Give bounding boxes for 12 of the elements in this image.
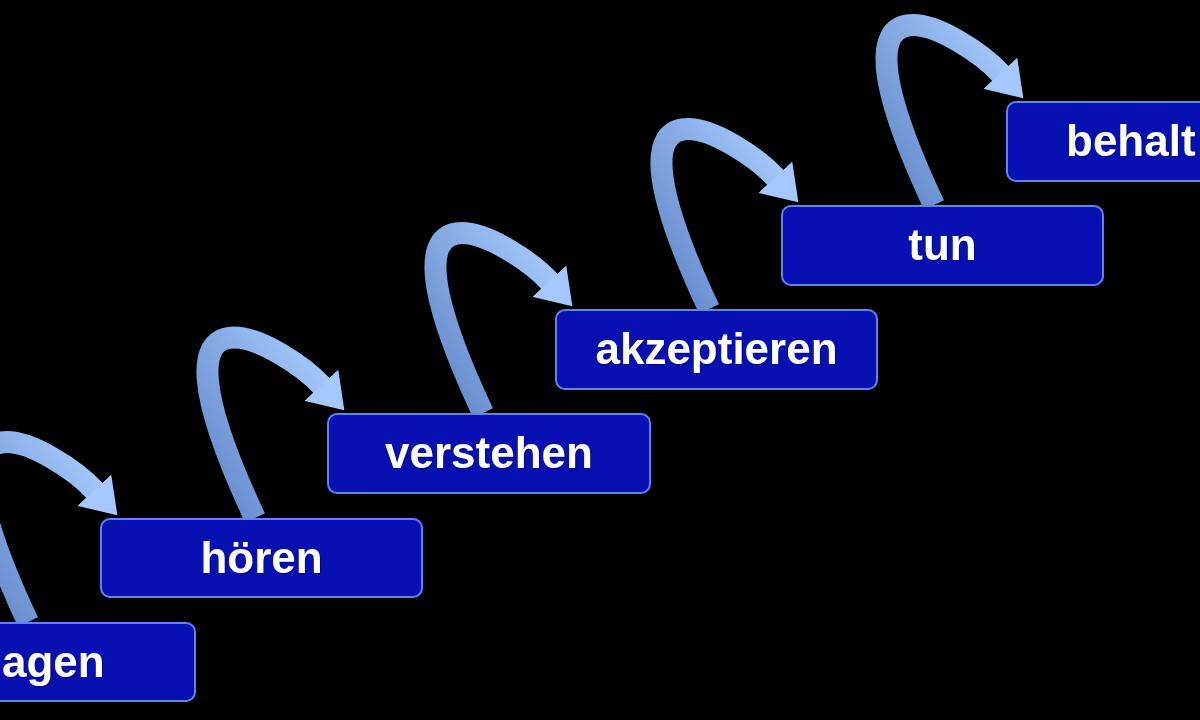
step-label: tun [908,222,977,269]
step-label: akzeptieren [595,326,838,373]
step-box [100,518,423,598]
step-label: agen [2,638,105,686]
step-box [0,622,196,702]
step-label: hören [200,534,323,582]
step-label: verstehen [385,430,593,477]
step-box [555,309,878,390]
step-box [1006,101,1200,182]
step-label: behalt [1066,118,1196,165]
step-box [781,205,1104,286]
step-box [327,413,651,494]
